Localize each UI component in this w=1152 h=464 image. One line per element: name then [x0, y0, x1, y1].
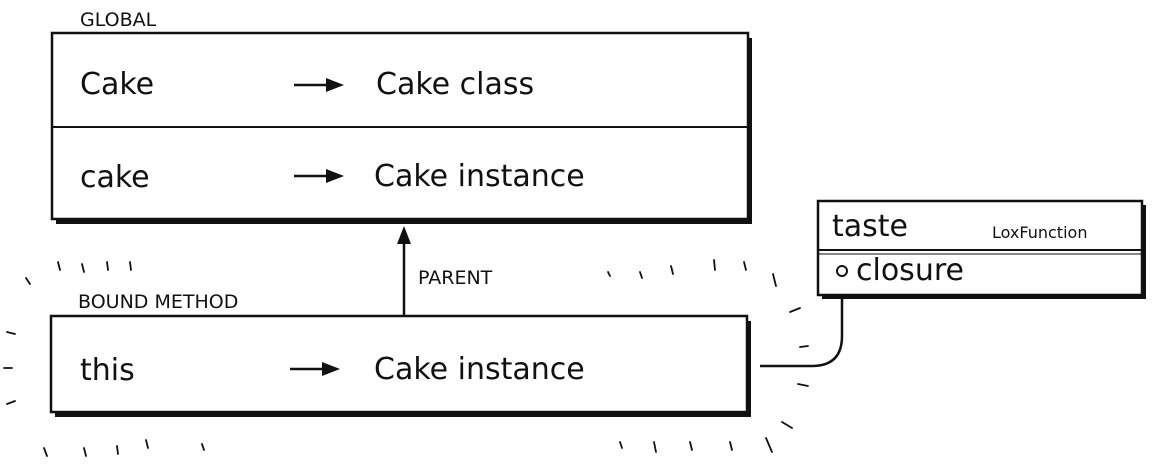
closure-connector	[760, 274, 844, 368]
global-row-1-arrow	[294, 78, 344, 92]
global-row-1-name: Cake	[80, 67, 154, 102]
global-row-1-value: Cake class	[376, 67, 534, 102]
global-env-label: GLOBAL	[80, 9, 157, 31]
closure-dot-icon	[836, 265, 848, 277]
bound-row-1-arrow	[290, 362, 340, 376]
bound-row-1-name: this	[80, 353, 135, 388]
bound-method-environment: this Cake instance	[49, 314, 751, 417]
parent-arrow	[397, 226, 411, 316]
bound-env-label: BOUND METHOD	[78, 291, 238, 313]
closure-field: closure	[856, 253, 964, 288]
global-row-2-arrow	[294, 169, 344, 183]
global-environment: Cake Cake class cake Cake instance	[50, 31, 752, 224]
highlight-ticks	[3, 259, 809, 457]
function-name: taste	[832, 209, 908, 244]
function-type: LoxFunction	[992, 223, 1087, 242]
global-row-2-name: cake	[80, 160, 150, 195]
global-row-2-value: Cake instance	[374, 159, 585, 194]
lox-function-box: taste LoxFunction closure	[816, 199, 1146, 299]
bound-row-1-value: Cake instance	[374, 352, 585, 387]
parent-label: PARENT	[418, 267, 493, 289]
